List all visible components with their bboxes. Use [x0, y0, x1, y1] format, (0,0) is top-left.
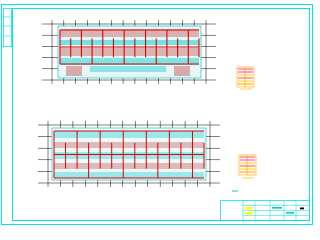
inner-border: [12, 8, 310, 221]
title-block: [220, 200, 310, 221]
binding-strip: [3, 8, 12, 47]
upper-plan-walls: [59, 29, 200, 65]
lower-legend: [232, 154, 257, 192]
upper-plan-body: [57, 25, 202, 79]
upper-legend: [236, 66, 255, 90]
lower-plan-walls: [53, 130, 205, 179]
lower-floor-plan: [38, 121, 220, 187]
sheet-border: [1, 4, 313, 225]
cad-drawing-sheet: [1, 4, 313, 225]
outer-border: [1, 4, 313, 225]
upper-floor-plan: [42, 20, 216, 84]
